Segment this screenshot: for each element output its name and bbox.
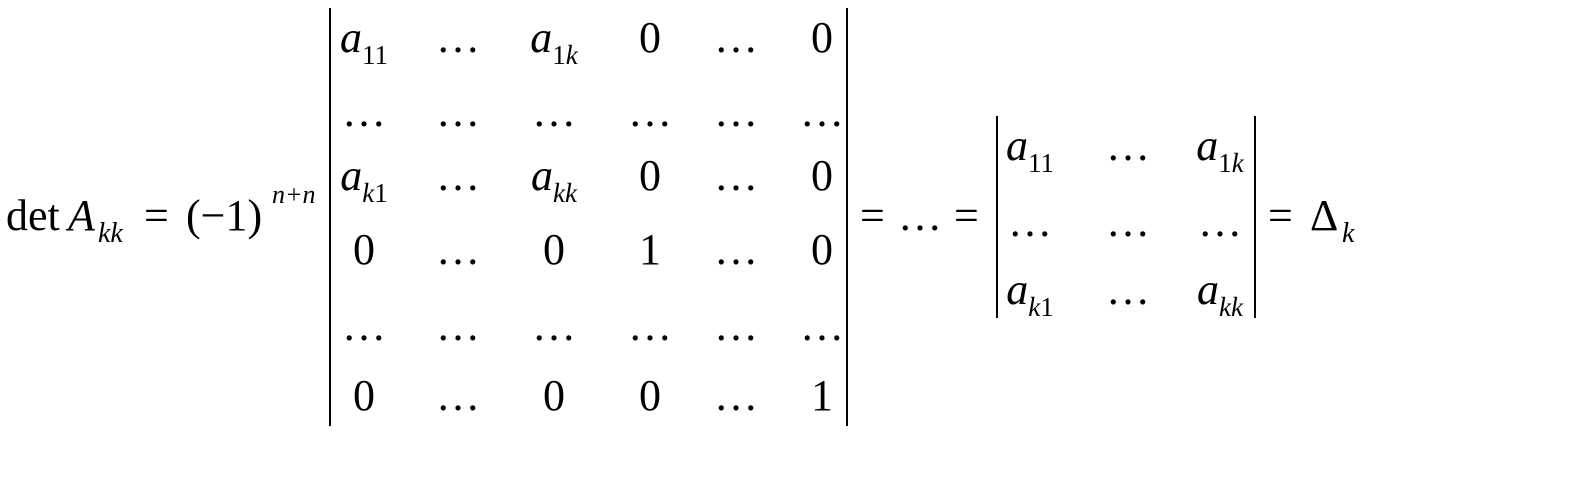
small-matrix-cell-r1c2: … <box>1106 121 1150 170</box>
small-matrix-cell-r3c2: … <box>1106 265 1150 314</box>
big-matrix-cell-r4c6: 0 <box>811 225 833 274</box>
big-matrix-cell-r5c5: … <box>714 301 758 350</box>
big-matrix-cell-r3c2: … <box>436 151 480 200</box>
small-matrix-cell-r2c3: … <box>1198 197 1242 246</box>
big-matrix-cell-r3c3: akk <box>531 151 578 208</box>
big-matrix-cell-r1c5: … <box>714 13 758 62</box>
chain-ellipsis: … <box>898 191 942 240</box>
big-matrix-cell-r5c1: … <box>342 301 386 350</box>
big-matrix-cell-r3c4: 0 <box>639 151 661 200</box>
small-matrix: a11 … a1k … … … ak1 … akk <box>1006 121 1245 322</box>
small-matrix-cell-r1c3: a1k <box>1196 121 1245 178</box>
big-matrix-cell-r6c6: 1 <box>811 371 833 420</box>
big-matrix-cell-r4c1: 0 <box>353 225 375 274</box>
big-matrix-cell-r1c1: a11 <box>340 13 388 70</box>
equals-sign-1: = <box>144 191 169 240</box>
big-matrix-cell-r2c6: … <box>800 87 844 136</box>
sign-factor-exponent: n+n <box>272 180 316 209</box>
small-matrix-cell-r3c3: akk <box>1197 265 1244 322</box>
equals-sign-4: = <box>1268 191 1293 240</box>
big-matrix-cell-r6c2: … <box>436 371 480 420</box>
big-matrix-cell-r2c3: … <box>532 87 576 136</box>
equals-sign-2: = <box>860 191 885 240</box>
big-matrix-cell-r1c4: 0 <box>639 13 661 62</box>
big-matrix-cell-r5c2: … <box>436 301 480 350</box>
big-matrix-cell-r5c4: … <box>628 301 672 350</box>
big-matrix-cell-r1c2: … <box>436 13 480 62</box>
big-matrix-cell-r6c4: 0 <box>639 371 661 420</box>
equals-sign-3: = <box>954 191 979 240</box>
big-matrix-cell-r3c6: 0 <box>811 151 833 200</box>
big-matrix-cell-r2c5: … <box>714 87 758 136</box>
sign-factor: (−1) <box>186 191 262 240</box>
small-matrix-cell-r1c1: a11 <box>1006 121 1054 178</box>
big-matrix-cell-r6c5: … <box>714 371 758 420</box>
big-matrix-cell-r4c3: 0 <box>543 225 565 274</box>
big-matrix-cell-r4c5: … <box>714 225 758 274</box>
big-matrix-cell-r1c6: 0 <box>811 13 833 62</box>
small-matrix-cell-r3c1: ak1 <box>1006 265 1053 322</box>
big-matrix-cell-r4c4: 1 <box>639 225 661 274</box>
small-matrix-cell-r2c2: … <box>1106 197 1150 246</box>
big-matrix-cell-r5c3: … <box>532 301 576 350</box>
matrix-symbol: A <box>65 191 96 240</box>
big-matrix-cell-r3c1: ak1 <box>340 151 387 208</box>
big-matrix-cell-r4c2: … <box>436 225 480 274</box>
delta-subscript: k <box>1342 218 1355 249</box>
big-matrix-cell-r2c2: … <box>436 87 480 136</box>
big-matrix-cell-r3c5: … <box>714 151 758 200</box>
small-matrix-cell-r2c1: … <box>1008 197 1052 246</box>
big-matrix-cell-r6c1: 0 <box>353 371 375 420</box>
delta-symbol: Δ <box>1310 191 1338 240</box>
big-matrix-cell-r6c3: 0 <box>543 371 565 420</box>
big-matrix-cell-r5c6: … <box>800 301 844 350</box>
big-matrix-cell-r2c1: … <box>342 87 386 136</box>
matrix-symbol-subscript: kk <box>98 218 123 249</box>
big-matrix-cell-r1c3: a1k <box>530 13 579 70</box>
big-matrix: a11 … a1k 0 … 0 … … … … … … ak1 … akk 0 … 0 0 … 0 1 … 0 … … … … … … 0 …… <box>340 13 844 420</box>
det-operator: det <box>6 191 60 240</box>
big-matrix-cell-r2c4: … <box>628 87 672 136</box>
